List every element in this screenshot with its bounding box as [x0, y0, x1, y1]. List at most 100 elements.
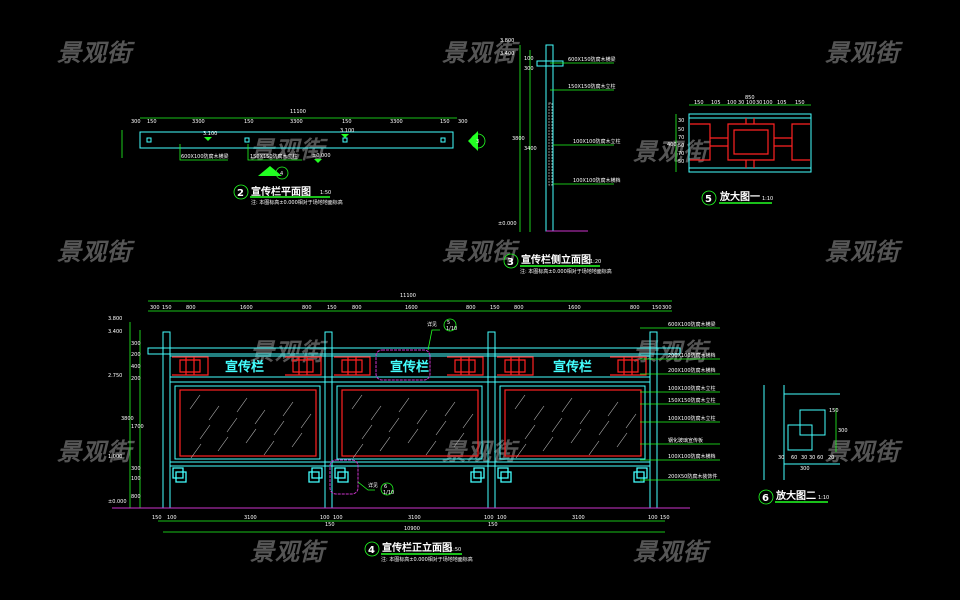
dim: 100 — [648, 515, 658, 521]
corner-bracket — [172, 467, 187, 483]
watermark: 景观街 — [825, 438, 900, 466]
section-mark-label: 3 — [476, 139, 479, 145]
dim: 100 — [484, 515, 494, 521]
dim: 150 — [147, 119, 157, 125]
glass-hatch — [189, 394, 201, 410]
drawing-scale: 1:10 — [762, 196, 773, 202]
section-mark-icon — [258, 166, 282, 176]
plan-outline — [139, 131, 454, 149]
glass-hatch — [561, 397, 573, 413]
dim-total: 400 — [667, 142, 677, 148]
drawing-title: 宣传栏平面图 — [251, 185, 311, 198]
level-label: 3.800 — [108, 316, 122, 322]
level-marker-icon — [204, 137, 212, 141]
dim: 30 — [809, 455, 815, 461]
glass-hatch — [551, 417, 563, 433]
post — [649, 331, 658, 509]
drawing-scale: 1:50 — [450, 547, 461, 553]
fret-ornament — [610, 356, 647, 376]
drawing-title: 宣传栏正立面图 — [382, 541, 452, 554]
glass-hatch — [361, 424, 373, 440]
level-label: 3.400 — [500, 51, 514, 57]
detail-one: 850 150 105 100 30 100 30 100 105 150 40… — [667, 95, 812, 206]
dim: 3300 — [390, 119, 403, 125]
annotation: 100X100防腐木立柱 — [668, 415, 716, 422]
dim: 300 — [662, 305, 672, 311]
corner-bracket — [334, 467, 349, 483]
dim: 30 — [778, 455, 784, 461]
glass-hatch — [416, 409, 428, 425]
callout-label: 详见 — [368, 482, 378, 489]
dim: 150 — [327, 305, 337, 311]
watermark: 景观街 — [442, 438, 517, 466]
fret-ornament — [497, 356, 534, 376]
glass-hatch — [515, 443, 527, 459]
glass-hatch — [217, 436, 229, 452]
board-sign: 宣传栏 — [390, 359, 429, 375]
watermark: 景观街 — [442, 39, 517, 67]
annotation: 100X100防腐木横档 — [573, 177, 621, 184]
annotation: 200X100防腐木横档 — [668, 352, 716, 359]
dim: 3300 — [192, 119, 205, 125]
corner-bracket — [470, 467, 485, 483]
dim: 150 — [694, 100, 704, 106]
dim: 200 — [131, 376, 141, 382]
dim: 3100 — [408, 515, 421, 521]
section-mark-label: 4 — [280, 171, 283, 177]
glass-hatch — [388, 417, 400, 433]
dim: 100 — [727, 100, 737, 106]
glass-hatch — [226, 417, 238, 433]
level-label: ±0.000 — [108, 499, 127, 505]
glass-hatch — [273, 420, 285, 436]
dim: 150 — [795, 100, 805, 106]
watermark: 景观街 — [250, 136, 325, 164]
level-marker-icon — [314, 159, 322, 163]
dim: 50 — [678, 159, 684, 165]
watermark: 景观街 — [57, 238, 132, 266]
dim: 60 — [791, 455, 797, 461]
dim: 300 — [131, 119, 141, 125]
glass-panel — [504, 389, 642, 457]
top-dims: 300 150 800 1600 800 150 800 1600 800 15… — [150, 305, 672, 311]
board-sign: 宣传栏 — [553, 359, 592, 375]
level-label: ±0.000 — [498, 221, 517, 227]
dim: 50 — [678, 143, 684, 149]
drawing-scale: 1:20 — [590, 259, 601, 265]
drawing-number: 6 — [762, 493, 769, 504]
dim: 300 — [524, 66, 534, 72]
level-label: 1.000 — [108, 454, 122, 460]
drawing-title: 放大图二 — [775, 489, 816, 502]
glass-hatch — [598, 420, 610, 436]
glass-hatch — [542, 436, 554, 452]
annotation: 200X50防腐木装饰件 — [668, 473, 717, 480]
annotation: 钢化玻璃宣传板 — [668, 437, 703, 444]
annotation: 200X100防腐木横档 — [668, 367, 716, 374]
dim: 3300 — [290, 119, 303, 125]
dim: 150 — [244, 119, 254, 125]
dim: 100 — [333, 515, 343, 521]
dim: 100 — [167, 515, 177, 521]
glass-hatch — [291, 432, 303, 448]
glass-hatch — [588, 440, 600, 456]
dim: 200 — [131, 352, 141, 358]
glass-hatch — [607, 401, 619, 417]
annotation: 150X150防腐木立柱 — [668, 397, 716, 404]
dim: 150 — [829, 408, 839, 414]
post — [324, 331, 333, 509]
glass-hatch — [453, 432, 465, 448]
front-elevation: 11100 300 150 800 1600 800 150 800 1600 … — [108, 293, 720, 563]
glass-hatch — [625, 413, 637, 429]
dim: 3800 — [512, 136, 525, 142]
dim: 20 — [828, 455, 834, 461]
annotation: 150X150防腐木立柱 — [568, 83, 616, 90]
glass-hatch — [190, 443, 202, 459]
dim: 800 — [514, 305, 524, 311]
glass-hatch — [370, 405, 382, 421]
dim: 1700 — [131, 424, 144, 430]
watermark: 景观街 — [825, 39, 900, 67]
dim: 300 — [150, 305, 160, 311]
drawing-note: 注: 本图标高±0.000相对于场地地面标高 — [251, 199, 343, 206]
glass-hatch — [245, 428, 257, 444]
dim-total: 11100 — [400, 293, 416, 299]
watermark: 景观街 — [57, 438, 132, 466]
